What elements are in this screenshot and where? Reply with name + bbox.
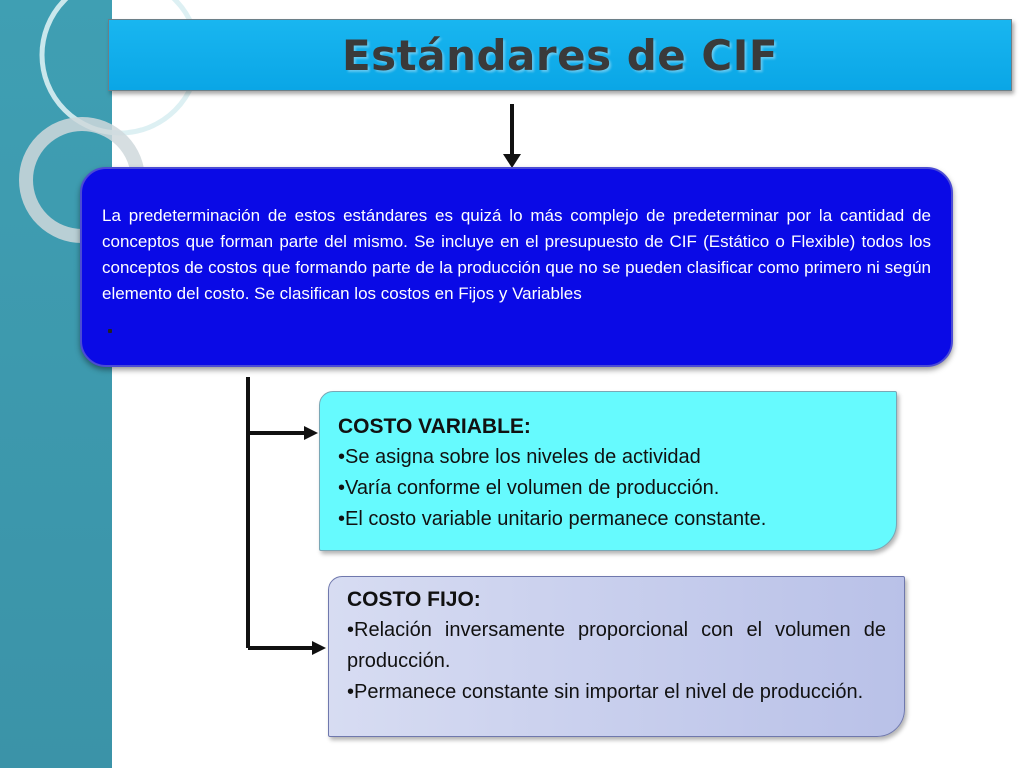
costo-variable-heading: COSTO VARIABLE: [338, 415, 531, 438]
costo-variable-box: COSTO VARIABLE: •Se asigna sobre los niv… [319, 391, 897, 551]
costo-fijo-box: COSTO FIJO: •Relación inversamente propo… [328, 576, 905, 737]
costo-variable-item: •El costo variable unitario permanece co… [338, 508, 767, 530]
title-bar: Estándares de CIF [108, 19, 1012, 91]
arrow-title-to-description [503, 104, 521, 168]
description-text: La predeterminación de estos estándares … [102, 206, 931, 303]
costo-fijo-heading: COSTO FIJO: [347, 588, 481, 611]
bullet-dot [108, 329, 112, 333]
arrow-to-costo-variable [248, 426, 318, 440]
costo-fijo-item: •Permanece constante sin importar el niv… [347, 681, 864, 703]
costo-variable-item: •Se asigna sobre los niveles de activida… [338, 446, 701, 468]
description-box: La predeterminación de estos estándares … [80, 167, 953, 367]
costo-fijo-item: •Relación inversamente proporcional con … [347, 619, 886, 672]
page-title: Estándares de CIF [341, 30, 779, 80]
costo-variable-item: •Varía conforme el volumen de producción… [338, 477, 720, 499]
arrow-to-costo-fijo [248, 641, 326, 655]
